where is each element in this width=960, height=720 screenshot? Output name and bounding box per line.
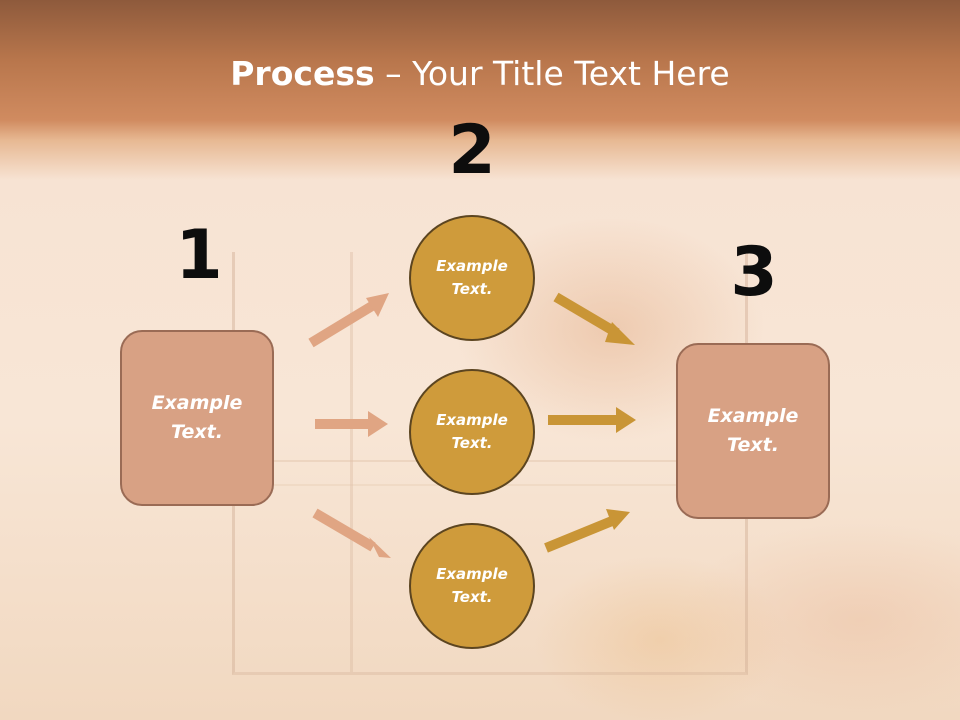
arrow-right-down-head (605, 322, 635, 345)
circle-middle-line1: Example (436, 411, 508, 429)
step-1-line2: Text. (171, 421, 223, 443)
step-number-1: 1 (175, 216, 223, 295)
title-rest: – Your Title Text Here (374, 54, 730, 93)
step-2-circle-middle[interactable]: Example Text. (409, 369, 535, 495)
circle-top-line1: Example (436, 257, 508, 275)
circle-middle-line2: Text. (451, 434, 493, 452)
slide-title: Process – Your Title Text Here (0, 52, 960, 96)
arrow-right-up (544, 516, 614, 553)
step-2-circle-top[interactable]: Example Text. (409, 215, 535, 341)
circle-bottom-line2: Text. (451, 588, 493, 606)
step-3-line1: Example (707, 405, 799, 427)
arrow-right-down (553, 292, 620, 338)
step-number-3: 3 (730, 233, 778, 312)
arrow-left-up-head (366, 293, 389, 317)
arrow-left-down (312, 508, 376, 552)
glass-edge-decoration (350, 252, 353, 672)
step-2-circle-bottom[interactable]: Example Text. (409, 523, 535, 649)
arrow-left-down-head (369, 537, 391, 558)
circle-top-line2: Text. (451, 280, 493, 298)
arrow-left-middle-head (368, 411, 388, 437)
step-3-box[interactable]: Example Text. (676, 343, 830, 519)
arrow-right-middle-head (616, 407, 636, 433)
step-number-2: 2 (448, 111, 496, 190)
step-1-line1: Example (151, 392, 243, 414)
title-bold: Process (230, 54, 375, 93)
circle-bottom-line1: Example (436, 565, 508, 583)
step-1-box[interactable]: Example Text. (120, 330, 274, 506)
step-3-line2: Text. (727, 434, 779, 456)
arrow-left-up (308, 301, 375, 348)
arrow-right-up-head (606, 509, 630, 530)
